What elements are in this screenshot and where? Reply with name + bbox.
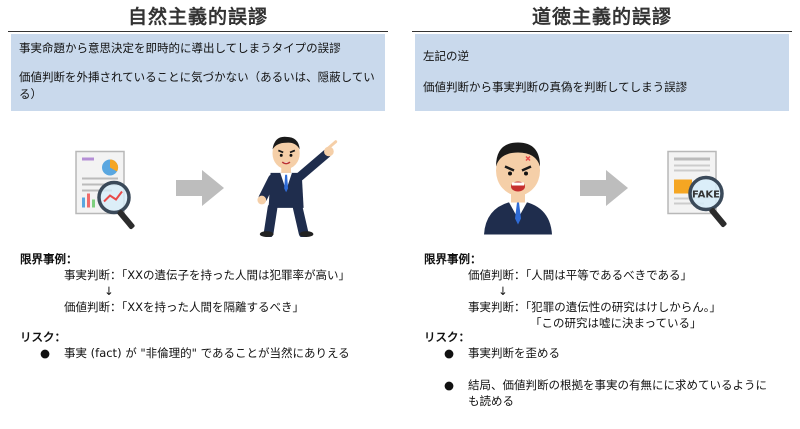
- definition-text: 価値判断を外挿されていることに気づかない（あるいは、隠蔽している）: [19, 70, 375, 101]
- example-line: 事実判断：「犯罪の遺伝性の研究はけしからん。」: [468, 300, 721, 314]
- risk-section: リスク： ● 事実 (fact) が "非倫理的" であることが当然にありえる: [20, 329, 350, 361]
- down-arrow: ↓: [104, 284, 114, 298]
- definition-text: 価値判断から事実判断の真偽を判断してしまう誤謬: [423, 80, 688, 94]
- moralistic-fallacy-column: 道徳主義的誤謬 左記の逆 価値判断から事実判断の真偽を判断してしまう誤謬 FAK…: [412, 0, 792, 429]
- example-line: 事実判断：「XXの遺伝子を持った人間は犯罪率が高い」: [64, 268, 351, 282]
- risk-item: ● 事実 (fact) が "非倫理的" であることが当然にありえる: [40, 346, 350, 360]
- angry-businessman-icon: [484, 142, 552, 235]
- bullet-icon: ●: [444, 378, 455, 392]
- limit-cases-section: 限界事例： 事実判断：「XXの遺伝子を持った人間は犯罪率が高い」 ↓ 価値判断：…: [20, 251, 350, 315]
- naturalistic-fallacy-title: 自然主義的誤謬: [127, 6, 268, 28]
- businessman-pointing-icon: [257, 136, 338, 237]
- fake-document-magnifier-icon: FAKE: [667, 150, 727, 228]
- fake-label: FAKE: [692, 190, 720, 201]
- example-line: 「この研究は嘘に決まっている」: [530, 316, 702, 330]
- down-arrow: ↓: [498, 284, 508, 298]
- title-underline: [8, 31, 388, 32]
- risk-heading: リスク：: [424, 330, 470, 344]
- definition-text: 左記の逆: [423, 49, 469, 63]
- moralistic-fallacy-title: 道徳主義的誤謬: [531, 6, 672, 28]
- example-line: 価値判断：「XXを持った人間を隔離するべき」: [64, 300, 305, 314]
- definition-box: 事実命題から意思決定を即時的に導出してしまうタイプの誤謬 価値判断を外挿されてい…: [11, 34, 385, 111]
- arrow-right-icon: [580, 170, 628, 206]
- risk-section: リスク： ● 事実判断を歪める ● 結局、価値判断の根拠を事実の有無にに求めてい…: [424, 329, 767, 409]
- limit-cases-section: 限界事例： 価値判断：「人間は平等であるべきである」 ↓ 事実判断：「犯罪の遺伝…: [424, 251, 721, 331]
- title-underline: [412, 31, 792, 32]
- example-line: 価値判断：「人間は平等であるべきである」: [468, 268, 693, 282]
- risk-item: ● 事実判断を歪める: [444, 346, 560, 360]
- arrow-right-icon: [176, 170, 224, 206]
- limit-cases-heading: 限界事例：: [20, 252, 78, 266]
- limit-cases-heading: 限界事例：: [424, 252, 482, 266]
- document-magnifier-icon: [75, 150, 135, 230]
- risk-heading: リスク：: [20, 330, 66, 344]
- bullet-icon: ●: [444, 346, 455, 360]
- naturalistic-fallacy-column: 自然主義的誤謬 事実命題から意思決定を即時的に導出してしまうタイプの誤謬 価値判…: [8, 0, 388, 429]
- definition-text: 事実命題から意思決定を即時的に導出してしまうタイプの誤謬: [19, 41, 341, 55]
- bullet-icon: ●: [40, 346, 51, 360]
- risk-item: ● 結局、価値判断の根拠を事実の有無にに求めているようにも読める: [444, 378, 767, 408]
- definition-box: 左記の逆 価値判断から事実判断の真偽を判断してしまう誤謬: [415, 34, 789, 111]
